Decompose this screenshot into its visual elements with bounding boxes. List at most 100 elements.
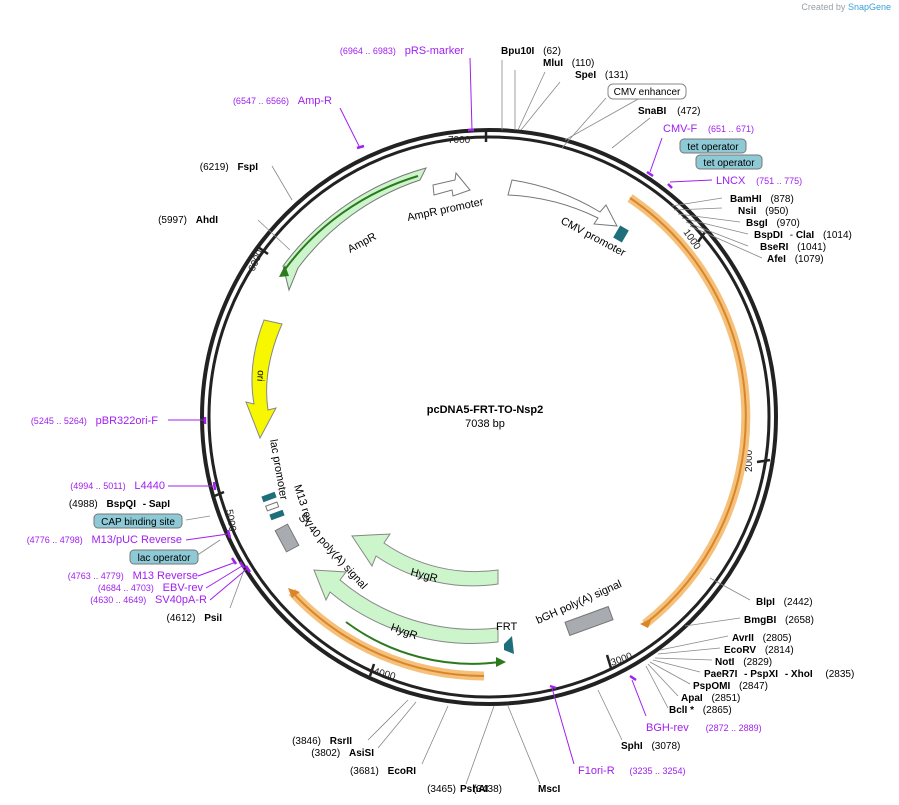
backbone-inner-ring xyxy=(207,135,771,699)
primer-range: (2872 .. 2889) xyxy=(706,723,762,733)
lac-operator-block[interactable] xyxy=(269,509,285,521)
cap-binding-site-box[interactable]: CAP binding site xyxy=(93,513,183,529)
enzyme-pos: (3465) xyxy=(427,784,456,795)
primer-lncx[interactable]: LNCX (751 .. 775) xyxy=(716,175,802,187)
frt-label: FRT xyxy=(496,621,517,633)
enzyme-name: BmgBI xyxy=(744,615,776,626)
primer-name: F1ori-R xyxy=(578,765,615,777)
primer-name: EBV-rev xyxy=(163,582,204,594)
primer-name: Amp-R xyxy=(298,95,332,107)
enzyme-pshai[interactable]: PshAI xyxy=(460,784,489,795)
enzyme-ahdi[interactable]: (5997) AhdI xyxy=(158,215,218,226)
enzyme-bpu10i[interactable]: Bpu10I (62) xyxy=(501,46,561,57)
primer-m13-reverse[interactable]: (4763 .. 4779) M13 Reverse xyxy=(68,570,198,582)
enzyme-name-2: - XhoI xyxy=(785,669,813,680)
hygr-inner-feature[interactable] xyxy=(351,533,499,587)
cmv-enhancer-box[interactable]: CMV enhancer xyxy=(607,83,687,100)
enzyme-nsii[interactable]: NsiI (950) xyxy=(738,206,788,217)
ampr-feature[interactable] xyxy=(282,167,427,292)
enzyme-name: AfeI xyxy=(767,254,786,265)
primer-f1ori-r[interactable]: F1ori-R (3235 .. 3254) xyxy=(578,765,686,777)
enzyme-name: SnaBI xyxy=(638,106,667,117)
lac-promoter-label: lac promoter xyxy=(267,438,289,501)
enzyme-bcli[interactable]: BclI * (2865) xyxy=(669,705,732,716)
enzyme-bspdi-clai[interactable]: BspDI - ClaI (1014) xyxy=(754,230,852,241)
enzyme-paer7i[interactable]: PaeR7I - PspXI - XhoI (2835) xyxy=(704,669,854,680)
bgh-polya-feature[interactable] xyxy=(564,605,614,637)
created-by-text: Created by xyxy=(801,2,846,12)
tick-6000 xyxy=(257,245,269,256)
ori-feature[interactable] xyxy=(245,319,283,440)
enzyme-rsrii[interactable]: (3846) RsrII xyxy=(292,736,352,747)
enzyme-name: BspDI xyxy=(754,230,783,241)
cmv-promoter-arrow[interactable] xyxy=(507,179,618,227)
primer-l4440[interactable]: (4994 .. 5011) L4440 xyxy=(70,480,165,492)
primer-name: M13/pUC Reverse xyxy=(92,534,182,546)
primer-marks xyxy=(203,128,673,690)
enzyme-ecori[interactable]: (3681) EcoRI xyxy=(350,766,416,777)
enzyme-sphi[interactable]: SphI (3078) xyxy=(621,741,680,752)
lac-operator-box[interactable]: lac operator xyxy=(129,549,199,565)
primer-prs-marker[interactable]: (6964 .. 6983) pRS-marker xyxy=(340,45,464,57)
enzyme-spei[interactable]: SpeI (131) xyxy=(575,70,628,81)
enzyme-pos: (2865) xyxy=(703,705,732,716)
tet-operator-label-2: tet operator xyxy=(703,158,755,169)
hygr-line-head xyxy=(496,657,506,667)
enzyme-pspomi[interactable]: PspOMI (2847) xyxy=(693,681,768,692)
primer-cmv-f[interactable]: CMV-F (651 .. 671) xyxy=(663,123,754,135)
enzyme-pos: (110) xyxy=(572,58,595,69)
enzyme-pos: (2829) xyxy=(743,657,772,668)
lac-operator-label: lac operator xyxy=(138,553,191,564)
enzyme-labels-left: (6219) FspI (5997) AhdI (4988) BspQI - S… xyxy=(69,162,416,777)
enzyme-name: NotI xyxy=(715,657,735,668)
enzyme-asisi[interactable]: (3802) AsiSI xyxy=(311,748,374,759)
enzyme-name: AhdI xyxy=(196,215,218,226)
orange-arc-bottom xyxy=(291,591,485,677)
enzyme-afei[interactable]: AfeI (1079) xyxy=(767,254,824,265)
tet-operator-block[interactable] xyxy=(613,225,629,243)
primer-sv40pa-r[interactable]: (4630 .. 4649) SV40pA-R xyxy=(90,594,207,606)
primer-amp-r[interactable]: (6547 .. 6566) Amp-R xyxy=(233,95,332,107)
enzyme-pos: (3846) xyxy=(292,736,321,747)
enzyme-psii[interactable]: (4612) PsiI xyxy=(167,613,223,624)
cap-block[interactable] xyxy=(261,491,277,503)
ori-label: ori xyxy=(254,370,266,382)
enzyme-fspi[interactable]: (6219) FspI xyxy=(200,162,258,173)
enzyme-bspqi-sapi[interactable]: (4988) BspQI - SapI xyxy=(69,499,170,510)
enzyme-pos: (3078) xyxy=(651,741,680,752)
primer-ebv-rev[interactable]: (4684 .. 4703) EBV-rev xyxy=(98,582,204,594)
enzyme-pos: (2658) xyxy=(785,615,814,626)
enzyme-apai[interactable]: ApaI (2851) xyxy=(681,693,740,704)
hygr-outer-feature[interactable] xyxy=(313,569,499,644)
enzyme-noti[interactable]: NotI (2829) xyxy=(715,657,772,668)
enzyme-bsgi[interactable]: BsgI (970) xyxy=(746,218,800,229)
ampr-promoter-arrow[interactable] xyxy=(432,171,471,197)
tet-operator-box-2[interactable]: tet operator xyxy=(695,154,763,170)
enzyme-msci[interactable]: MscI xyxy=(538,784,560,795)
enzyme-bamhi[interactable]: BamHI (878) xyxy=(730,194,794,205)
enzyme-bseri[interactable]: BseRI (1041) xyxy=(760,242,826,253)
enzyme-mlui[interactable]: MluI (110) xyxy=(543,58,594,69)
frt-feature[interactable] xyxy=(504,636,514,654)
primer-range: (3235 .. 3254) xyxy=(629,766,685,776)
enzyme-ecorv[interactable]: EcoRV (2814) xyxy=(724,645,794,656)
enzyme-pos: (4988) xyxy=(69,499,98,510)
enzyme-name: AvrII xyxy=(732,633,754,644)
enzyme-sep: - PspXI xyxy=(744,669,778,680)
orange-arc-right xyxy=(629,197,747,625)
tet-operator-label-1: tet operator xyxy=(687,142,739,153)
primer-pbr322ori-f[interactable]: (5245 .. 5264) pBR322ori-F xyxy=(31,415,158,427)
lac-promoter-block[interactable] xyxy=(265,501,280,512)
sv40-polya-feature[interactable] xyxy=(274,523,300,553)
enzyme-pos: (3681) xyxy=(350,766,379,777)
enzyme-blpi[interactable]: BlpI (2442) xyxy=(756,597,813,608)
enzyme-pos: (2851) xyxy=(711,693,740,704)
tet-operator-box-1[interactable]: tet operator xyxy=(679,138,747,154)
enzyme-pshai-pos: (3465) xyxy=(427,784,456,795)
primer-bgh-rev[interactable]: BGH-rev (2872 .. 2889) xyxy=(646,722,762,734)
enzyme-snabi[interactable]: SnaBI (472) xyxy=(638,106,700,117)
enzyme-pos: (950) xyxy=(765,206,788,217)
enzyme-bmgbi[interactable]: BmgBI (2658) xyxy=(744,615,814,626)
enzyme-avrii[interactable]: AvrII (2805) xyxy=(732,633,792,644)
primer-m13-puc-reverse[interactable]: (4776 .. 4798) M13/pUC Reverse xyxy=(27,534,182,546)
